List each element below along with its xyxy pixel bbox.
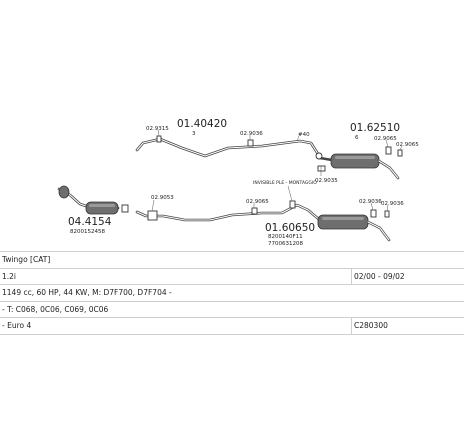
hanger-label: 02.9065 (246, 199, 269, 205)
engine-size: 1.2i (2, 271, 17, 281)
oem-code-front-pipe: 8200152458 (70, 229, 105, 235)
hanger-icon (247, 139, 254, 147)
rear-silencer-upper (330, 153, 380, 169)
vehicle-application-table: Twingo [CAT] 1.2i 02/00 - 09/02 1149 cc,… (0, 251, 464, 335)
marker-label: #40 (298, 132, 310, 138)
emission-standard: - Euro 4 (2, 321, 32, 330)
oem-code-rear-silencer-1: 8200140F11 (268, 234, 303, 240)
catalytic-converter (58, 185, 119, 215)
vehicle-model: Twingo [CAT] (2, 255, 51, 264)
lower-exhaust-assembly (57, 185, 391, 242)
hanger-label: 02.9065 (396, 142, 419, 148)
part-number-rear-silencer-lower: 01.60650 (265, 222, 315, 234)
hanger-label: 02.9065 (374, 136, 397, 142)
table-row: 1149 cc, 60 HP, 44 KW, M: D7F700, D7F704… (0, 284, 464, 301)
hanger-label: 02.9036 (240, 131, 263, 137)
part-number-rear-silencer: 01.62510 (350, 122, 400, 134)
hanger-icon (385, 146, 392, 155)
transmission-codes: - T: C068, 0C06, C069, 0C06 (2, 304, 109, 314)
clamp-icon (156, 135, 162, 143)
hanger-icon (251, 207, 258, 215)
clamp-label: 02.9035 (315, 178, 338, 184)
hanger-label: 02.9036 (359, 199, 382, 205)
tailpipe-lower (366, 220, 391, 242)
catalogue-code: C280300 (354, 321, 388, 330)
connecting-pipe-upper (318, 156, 334, 162)
clamp-icon (147, 210, 158, 221)
tailpipe-upper (377, 159, 400, 180)
part-number-front-pipe: 04.4154 (68, 216, 112, 228)
table-row: Twingo [CAT] (0, 251, 464, 268)
clamp-icon (289, 200, 296, 209)
clamp-ring-icon (315, 152, 323, 160)
table-row: - T: C068, 0C06, C069, 0C06 (0, 300, 464, 318)
hanger-label: 02.9036 (381, 201, 404, 207)
oem-code-rear-silencer-2: 7700631208 (268, 241, 303, 247)
installation-note: INVISIBLE PLE - MONTAGGIO (253, 180, 317, 186)
part-position-rear-silencer: 6 (355, 135, 359, 141)
production-period: 02/00 - 09/02 (354, 271, 405, 281)
clamp-label: 02.9315 (146, 126, 169, 132)
hanger-icon (370, 209, 377, 218)
table-row: - Euro 4 C280300 (0, 317, 464, 335)
middle-pipe-upper (135, 137, 320, 158)
table-row: 1.2i 02/00 - 09/02 (0, 267, 464, 284)
clamp-label: 02.9053 (151, 195, 174, 201)
hanger-icon (384, 210, 390, 218)
part-position-middle-pipe: 3 (192, 131, 196, 137)
clamp-icon (317, 165, 326, 172)
part-number-middle-pipe: 01.40420 (177, 118, 227, 130)
upper-exhaust-assembly (135, 129, 403, 180)
engine-details: 1149 cc, 60 HP, 44 KW, M: D7F700, D7F704… (2, 288, 172, 297)
hanger-icon (397, 149, 403, 157)
clamp-icon (121, 204, 129, 213)
rear-silencer-lower (317, 214, 369, 230)
exhaust-diagram: 01.40420 3 01.62510 6 04.4154 8200152458… (57, 118, 419, 247)
